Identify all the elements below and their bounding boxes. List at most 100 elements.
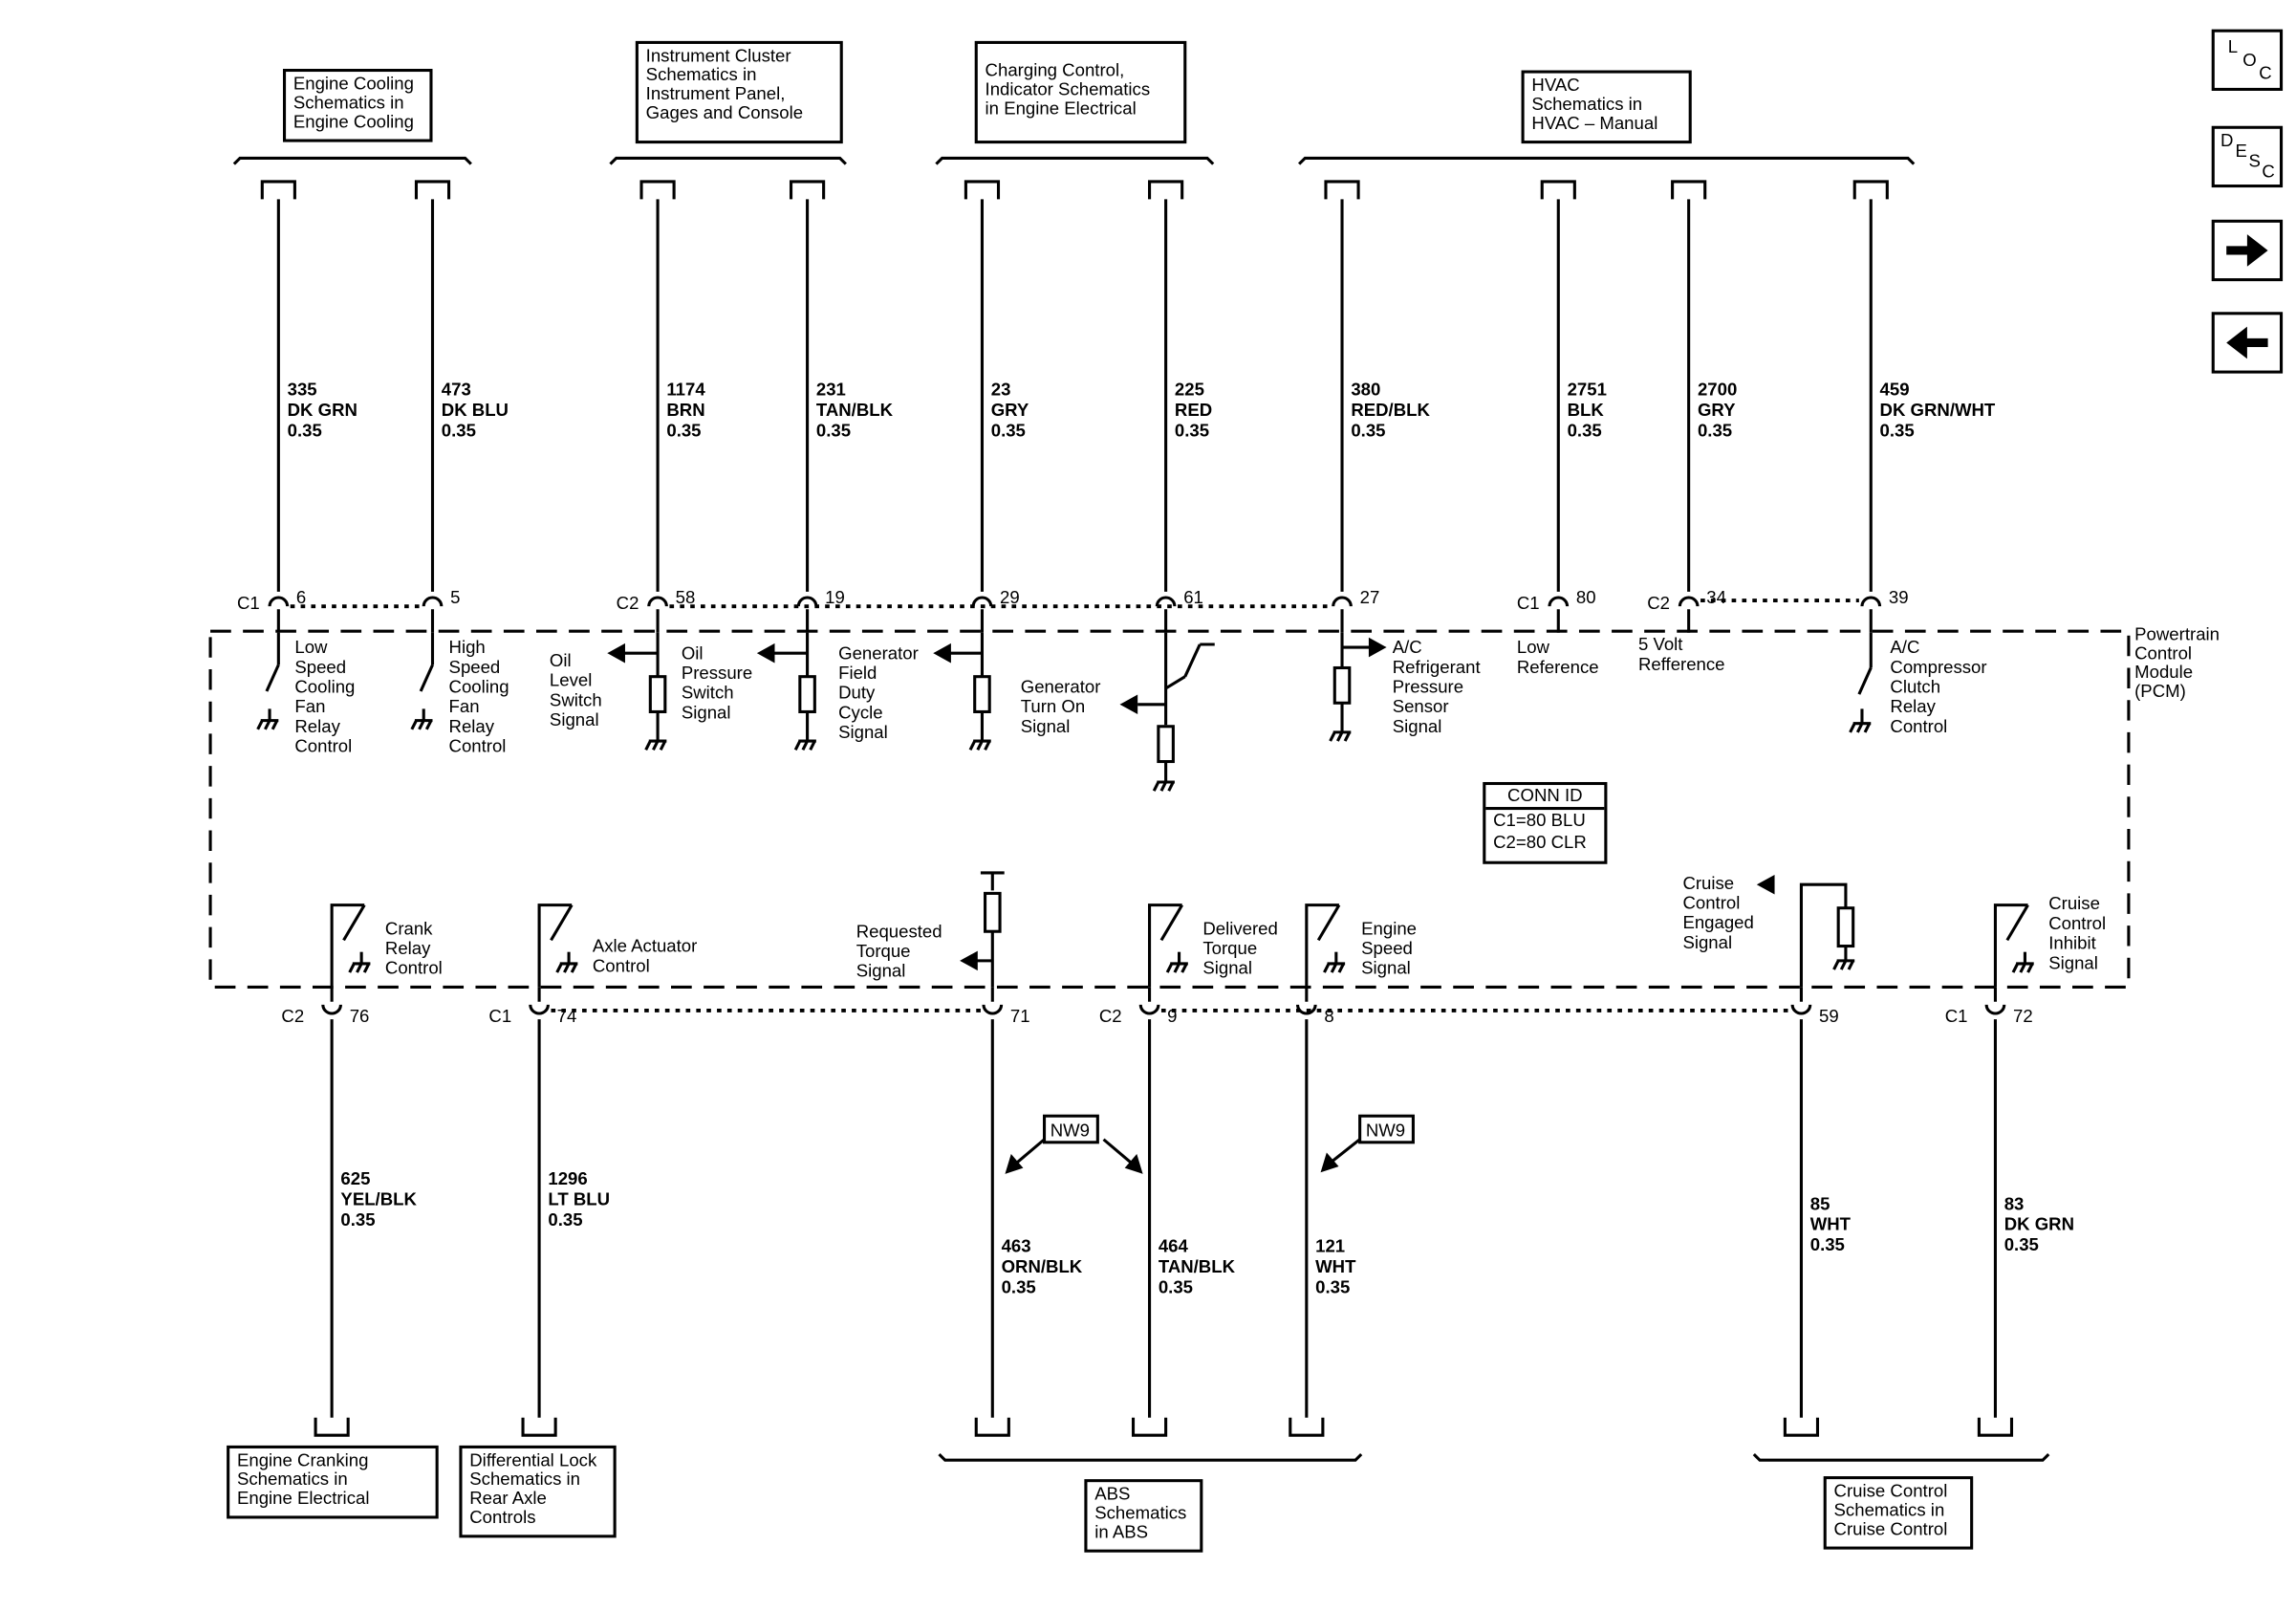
- ref-hvac[interactable]: HVAC Schematics in HVAC – Manual: [1521, 70, 1692, 144]
- resistor-icon: [1836, 906, 1855, 948]
- connector-pin: [1860, 596, 1882, 607]
- ref-abs[interactable]: ABS Schematics in ABS: [1084, 1479, 1203, 1553]
- next-button[interactable]: [2211, 219, 2284, 282]
- circuit-description: Signal: [1202, 958, 1252, 978]
- wire-color: GRY: [991, 400, 1029, 420]
- circuit-description: Cruise: [2048, 893, 2100, 913]
- ref-cruise-control[interactable]: Cruise Control Schematics in Cruise Cont…: [1823, 1476, 1974, 1550]
- switch-icon: [265, 664, 280, 692]
- ref-instrument-cluster[interactable]: Instrument Cluster Schematics in Instrum…: [635, 40, 843, 144]
- connector-pin: [268, 596, 290, 607]
- circuit-description: Fan: [294, 696, 325, 716]
- ground-icon: [1849, 722, 1872, 733]
- terminal: [964, 180, 1001, 200]
- circuit-description: Generator: [838, 642, 919, 663]
- pcm-name: Powertrain Control Module (PCM): [2134, 623, 2220, 702]
- circuit-description: Engine: [1361, 918, 1417, 938]
- circuit-description: Signal: [838, 722, 888, 742]
- circuit-description: Speed: [449, 657, 501, 677]
- desc-button[interactable]: D E S C: [2211, 125, 2284, 188]
- wire-color: WHT: [1315, 1256, 1356, 1276]
- circuit-description: Pressure: [682, 663, 752, 683]
- pin-number: 59: [1819, 1006, 1839, 1026]
- resistor-icon: [1157, 725, 1175, 764]
- circuit-description: A/C: [1393, 637, 1422, 657]
- connector-pin: [647, 596, 668, 607]
- wire-gauge: 0.35: [1002, 1277, 1036, 1297]
- wire-color: TAN/BLK: [1159, 1256, 1236, 1276]
- circuit-description: Field: [838, 663, 877, 683]
- resistor-icon: [798, 675, 816, 713]
- wire-gauge: 0.35: [1698, 421, 1732, 441]
- ground-icon: [2011, 962, 2034, 973]
- pin-number: 29: [1000, 587, 1020, 607]
- circuit-description: Control: [1890, 716, 1947, 736]
- wire-circuit: 225: [1175, 380, 1204, 400]
- wire-gauge: 0.35: [1880, 421, 1915, 441]
- circuit-description: Relay: [1890, 696, 1936, 716]
- pin-number: 80: [1576, 587, 1596, 607]
- circuit-description: Control: [593, 955, 650, 975]
- arrow-icon: [933, 642, 951, 664]
- ground-icon: [1323, 962, 1346, 973]
- pcm-name-line: Powertrain: [2134, 623, 2220, 644]
- circuit-description: Cruise: [1682, 873, 1734, 893]
- wire-circuit: 459: [1880, 380, 1910, 400]
- circuit-description: Cooling: [294, 677, 355, 697]
- wire-color: BRN: [666, 400, 704, 420]
- connector-pin: [1790, 1004, 1812, 1015]
- connector-pin: [422, 596, 444, 607]
- circuit-description: Signal: [856, 961, 906, 981]
- circuit-description: Oil: [550, 650, 572, 670]
- wire-gauge: 0.35: [548, 1209, 582, 1230]
- ref-charging-control[interactable]: Charging Control, Indicator Schematics i…: [974, 40, 1187, 144]
- circuit-description: Signal: [682, 702, 731, 722]
- ref-engine-cooling[interactable]: Engine Cooling Schematics in Engine Cool…: [282, 68, 433, 142]
- terminal: [260, 180, 296, 200]
- circuit-description: Requested: [856, 921, 942, 941]
- loc-button[interactable]: L O C: [2211, 29, 2284, 91]
- wire-circuit: 473: [442, 380, 471, 400]
- circuit-description: Control: [449, 736, 507, 756]
- wire-circuit: 335: [288, 380, 317, 400]
- ground-icon: [968, 739, 991, 751]
- wire-gauge: 0.35: [991, 421, 1026, 441]
- nw9-tag[interactable]: NW9: [1358, 1114, 1415, 1144]
- wire-gauge: 0.35: [1810, 1234, 1845, 1254]
- ref-differential-lock[interactable]: Differential Lock Schematics in Rear Axl…: [459, 1445, 617, 1538]
- wire-gauge: 0.35: [2004, 1234, 2039, 1254]
- terminal: [521, 1417, 557, 1437]
- terminal: [789, 180, 826, 200]
- ground-icon: [348, 962, 371, 973]
- wire-color: LT BLU: [548, 1189, 610, 1209]
- nw9-tag[interactable]: NW9: [1042, 1114, 1099, 1144]
- connector-pin: [1332, 596, 1353, 607]
- ref-engine-cranking[interactable]: Engine Cranking Schematics in Engine Ele…: [227, 1445, 439, 1519]
- circuit-description: Low: [1517, 637, 1550, 657]
- back-button[interactable]: [2211, 312, 2284, 374]
- pin-number: 76: [350, 1006, 370, 1026]
- circuit-description: Pressure: [1393, 677, 1463, 697]
- circuit-description: Sensor: [1393, 696, 1449, 716]
- connector-pin: [982, 1004, 1004, 1015]
- connector-id: C2: [1647, 593, 1670, 613]
- desc-letter-d: D: [2220, 130, 2234, 151]
